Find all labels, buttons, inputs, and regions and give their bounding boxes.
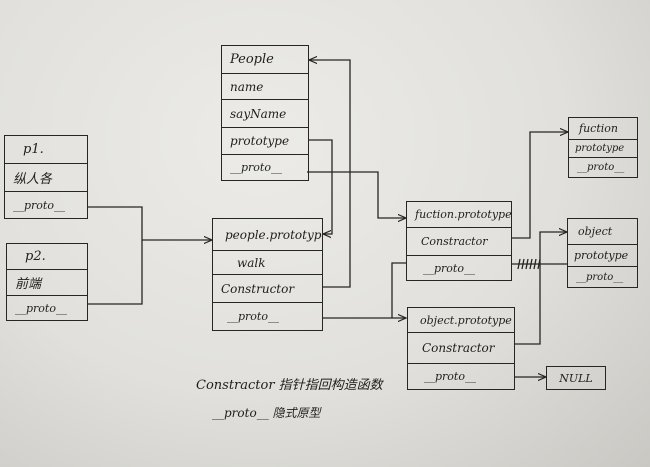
box-p1-row-3: __proto__ bbox=[13, 198, 65, 212]
box-object-prototype-row-3: __proto__ bbox=[424, 370, 476, 383]
box-p1: p1. 纵人各 __proto__ bbox=[4, 135, 88, 219]
edge-people-prototype-link bbox=[308, 139, 333, 234]
box-object-prototype-row-2: Constractor bbox=[408, 333, 514, 364]
box-p2-row-3: __proto__ bbox=[15, 301, 67, 315]
box-people-row-3: sayName bbox=[222, 100, 308, 128]
box-people-row-2: name bbox=[222, 74, 308, 100]
box-people-row-5: __proto__ bbox=[230, 161, 282, 174]
box-fuction-row-3: __proto__ bbox=[577, 162, 625, 173]
box-people-row-1: People bbox=[222, 46, 308, 74]
box-object-row-3: __proto__ bbox=[576, 271, 624, 283]
edge-p1-to-people-prototype bbox=[88, 206, 212, 240]
box-people-prototype-row-4: __proto__ bbox=[227, 310, 279, 323]
box-people-prototype: people.prototype walk Constructor __prot… bbox=[212, 218, 323, 331]
box-object-prototype: object.prototype Constractor __proto__ bbox=[407, 307, 515, 390]
box-p2: p2. 前端 __proto__ bbox=[6, 243, 88, 321]
box-fuction-row-2: prototype bbox=[569, 140, 637, 158]
box-p2-row-2: 前端 bbox=[7, 270, 87, 296]
box-people-row-4: prototype bbox=[222, 128, 308, 155]
proto-note: __proto__ 隐式原型 bbox=[212, 406, 321, 420]
box-fuction-prototype: fuction.prototype Constractor __proto__ bbox=[406, 201, 512, 281]
edge-object-constructor-to-object bbox=[515, 232, 567, 345]
edge-p2-to-people-prototype bbox=[88, 240, 143, 305]
edge-fuction-prototype-proto-to-object-prototype bbox=[391, 262, 406, 318]
null-label: NULL bbox=[559, 371, 593, 385]
box-p2-row-1: p2. bbox=[7, 244, 87, 270]
edge-people-proto-to-fuction-prototype bbox=[307, 171, 406, 218]
box-people: People name sayName prototype __proto__ bbox=[221, 45, 309, 181]
box-fuction-prototype-row-1: fuction.prototype bbox=[407, 202, 511, 228]
box-object-row-2: prototype bbox=[568, 245, 637, 267]
box-fuction-row-1: fuction bbox=[569, 118, 637, 140]
box-people-prototype-row-1: people.prototype bbox=[213, 219, 322, 251]
box-null: NULL bbox=[546, 366, 606, 390]
edge-constructor-to-people bbox=[309, 60, 351, 288]
box-object-prototype-row-1: object.prototype bbox=[408, 308, 514, 333]
box-people-prototype-row-3: Constructor bbox=[213, 275, 322, 303]
box-object-row-1: object bbox=[568, 219, 637, 245]
box-p1-row-2: 纵人各 bbox=[5, 164, 87, 192]
box-object: object prototype __proto__ bbox=[567, 218, 638, 288]
box-fuction-prototype-row-3: __proto__ bbox=[423, 261, 475, 275]
constructor-note: Constractor 指针指回构造函数 bbox=[196, 378, 383, 393]
box-p1-row-1: p1. bbox=[5, 136, 87, 164]
box-people-prototype-row-2: walk bbox=[213, 251, 322, 275]
box-fuction-prototype-row-2: Constractor bbox=[407, 228, 511, 256]
box-fuction: fuction prototype __proto__ bbox=[568, 117, 638, 178]
edge-fuction-constructor-to-fuction bbox=[512, 132, 568, 239]
